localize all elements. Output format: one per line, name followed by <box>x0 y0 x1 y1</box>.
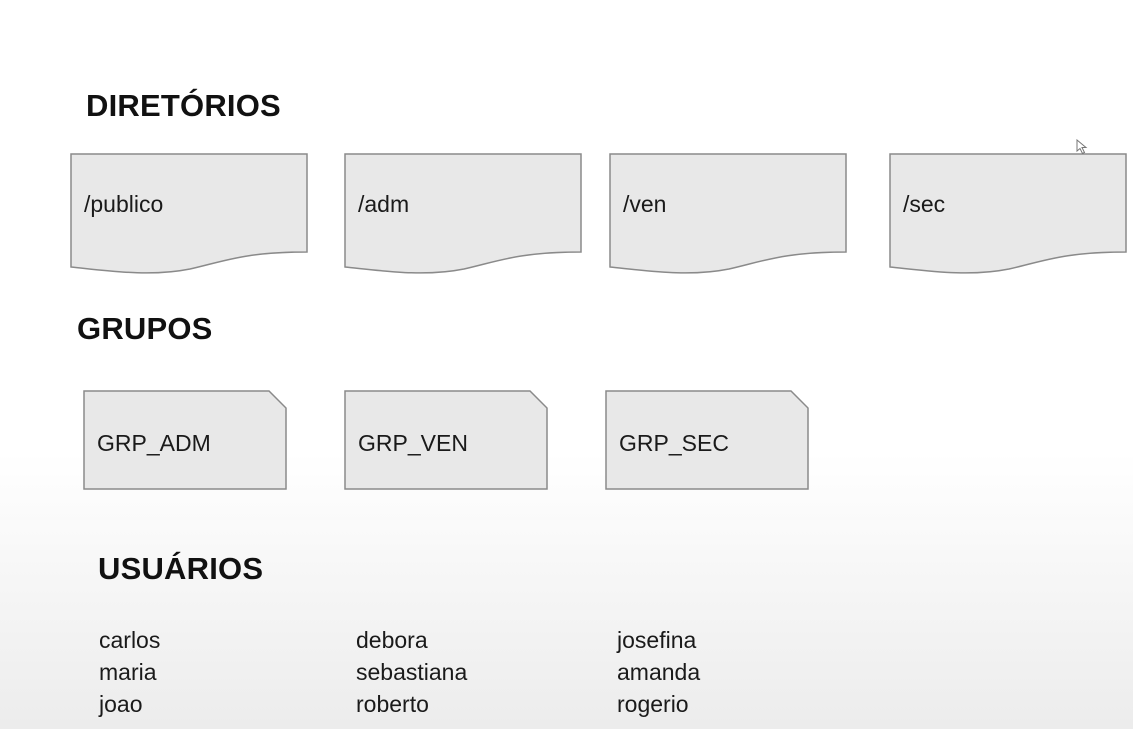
user-name: debora <box>356 627 428 653</box>
group-adm-label: GRP_ADM <box>97 430 211 456</box>
snipped-rectangle-shape <box>344 390 548 490</box>
groups-heading: GRUPOS <box>77 311 213 346</box>
snipped-rectangle-shape <box>605 390 809 490</box>
user-name: roberto <box>356 691 429 717</box>
directory-publico-label: /publico <box>84 191 164 217</box>
users-column-sec: josefina amanda rogerio <box>617 624 700 720</box>
document-shape <box>609 153 847 274</box>
directory-sec-label: /sec <box>903 191 946 217</box>
group-sec-label: GRP_SEC <box>619 430 729 456</box>
directory-ven-label: /ven <box>623 191 667 217</box>
group-ven-shape: GRP_VEN <box>344 390 548 490</box>
user-name: josefina <box>617 627 697 653</box>
users-heading: USUÁRIOS <box>98 551 264 586</box>
directory-adm-label: /adm <box>358 191 410 217</box>
document-shape <box>70 153 308 274</box>
user-name: joao <box>99 691 143 717</box>
mouse-pointer-icon <box>1076 138 1088 160</box>
snipped-rectangle-shape <box>83 390 287 490</box>
directory-sec-shape: /sec <box>889 153 1127 277</box>
user-name: sebastiana <box>356 659 468 685</box>
directories-heading: DIRETÓRIOS <box>86 88 281 123</box>
user-name: rogerio <box>617 691 689 717</box>
document-shape <box>344 153 582 274</box>
group-ven-label: GRP_VEN <box>358 430 468 456</box>
user-name: carlos <box>99 627 161 653</box>
directory-adm-shape: /adm <box>344 153 582 277</box>
group-sec-shape: GRP_SEC <box>605 390 809 490</box>
group-adm-shape: GRP_ADM <box>83 390 287 490</box>
document-shape <box>889 153 1127 274</box>
users-column-adm: carlos maria joao <box>99 624 160 720</box>
users-column-ven: debora sebastiana roberto <box>356 624 467 720</box>
user-name: maria <box>99 659 157 685</box>
directory-publico-shape: /publico <box>70 153 308 277</box>
user-name: amanda <box>617 659 701 685</box>
directory-ven-shape: /ven <box>609 153 847 277</box>
